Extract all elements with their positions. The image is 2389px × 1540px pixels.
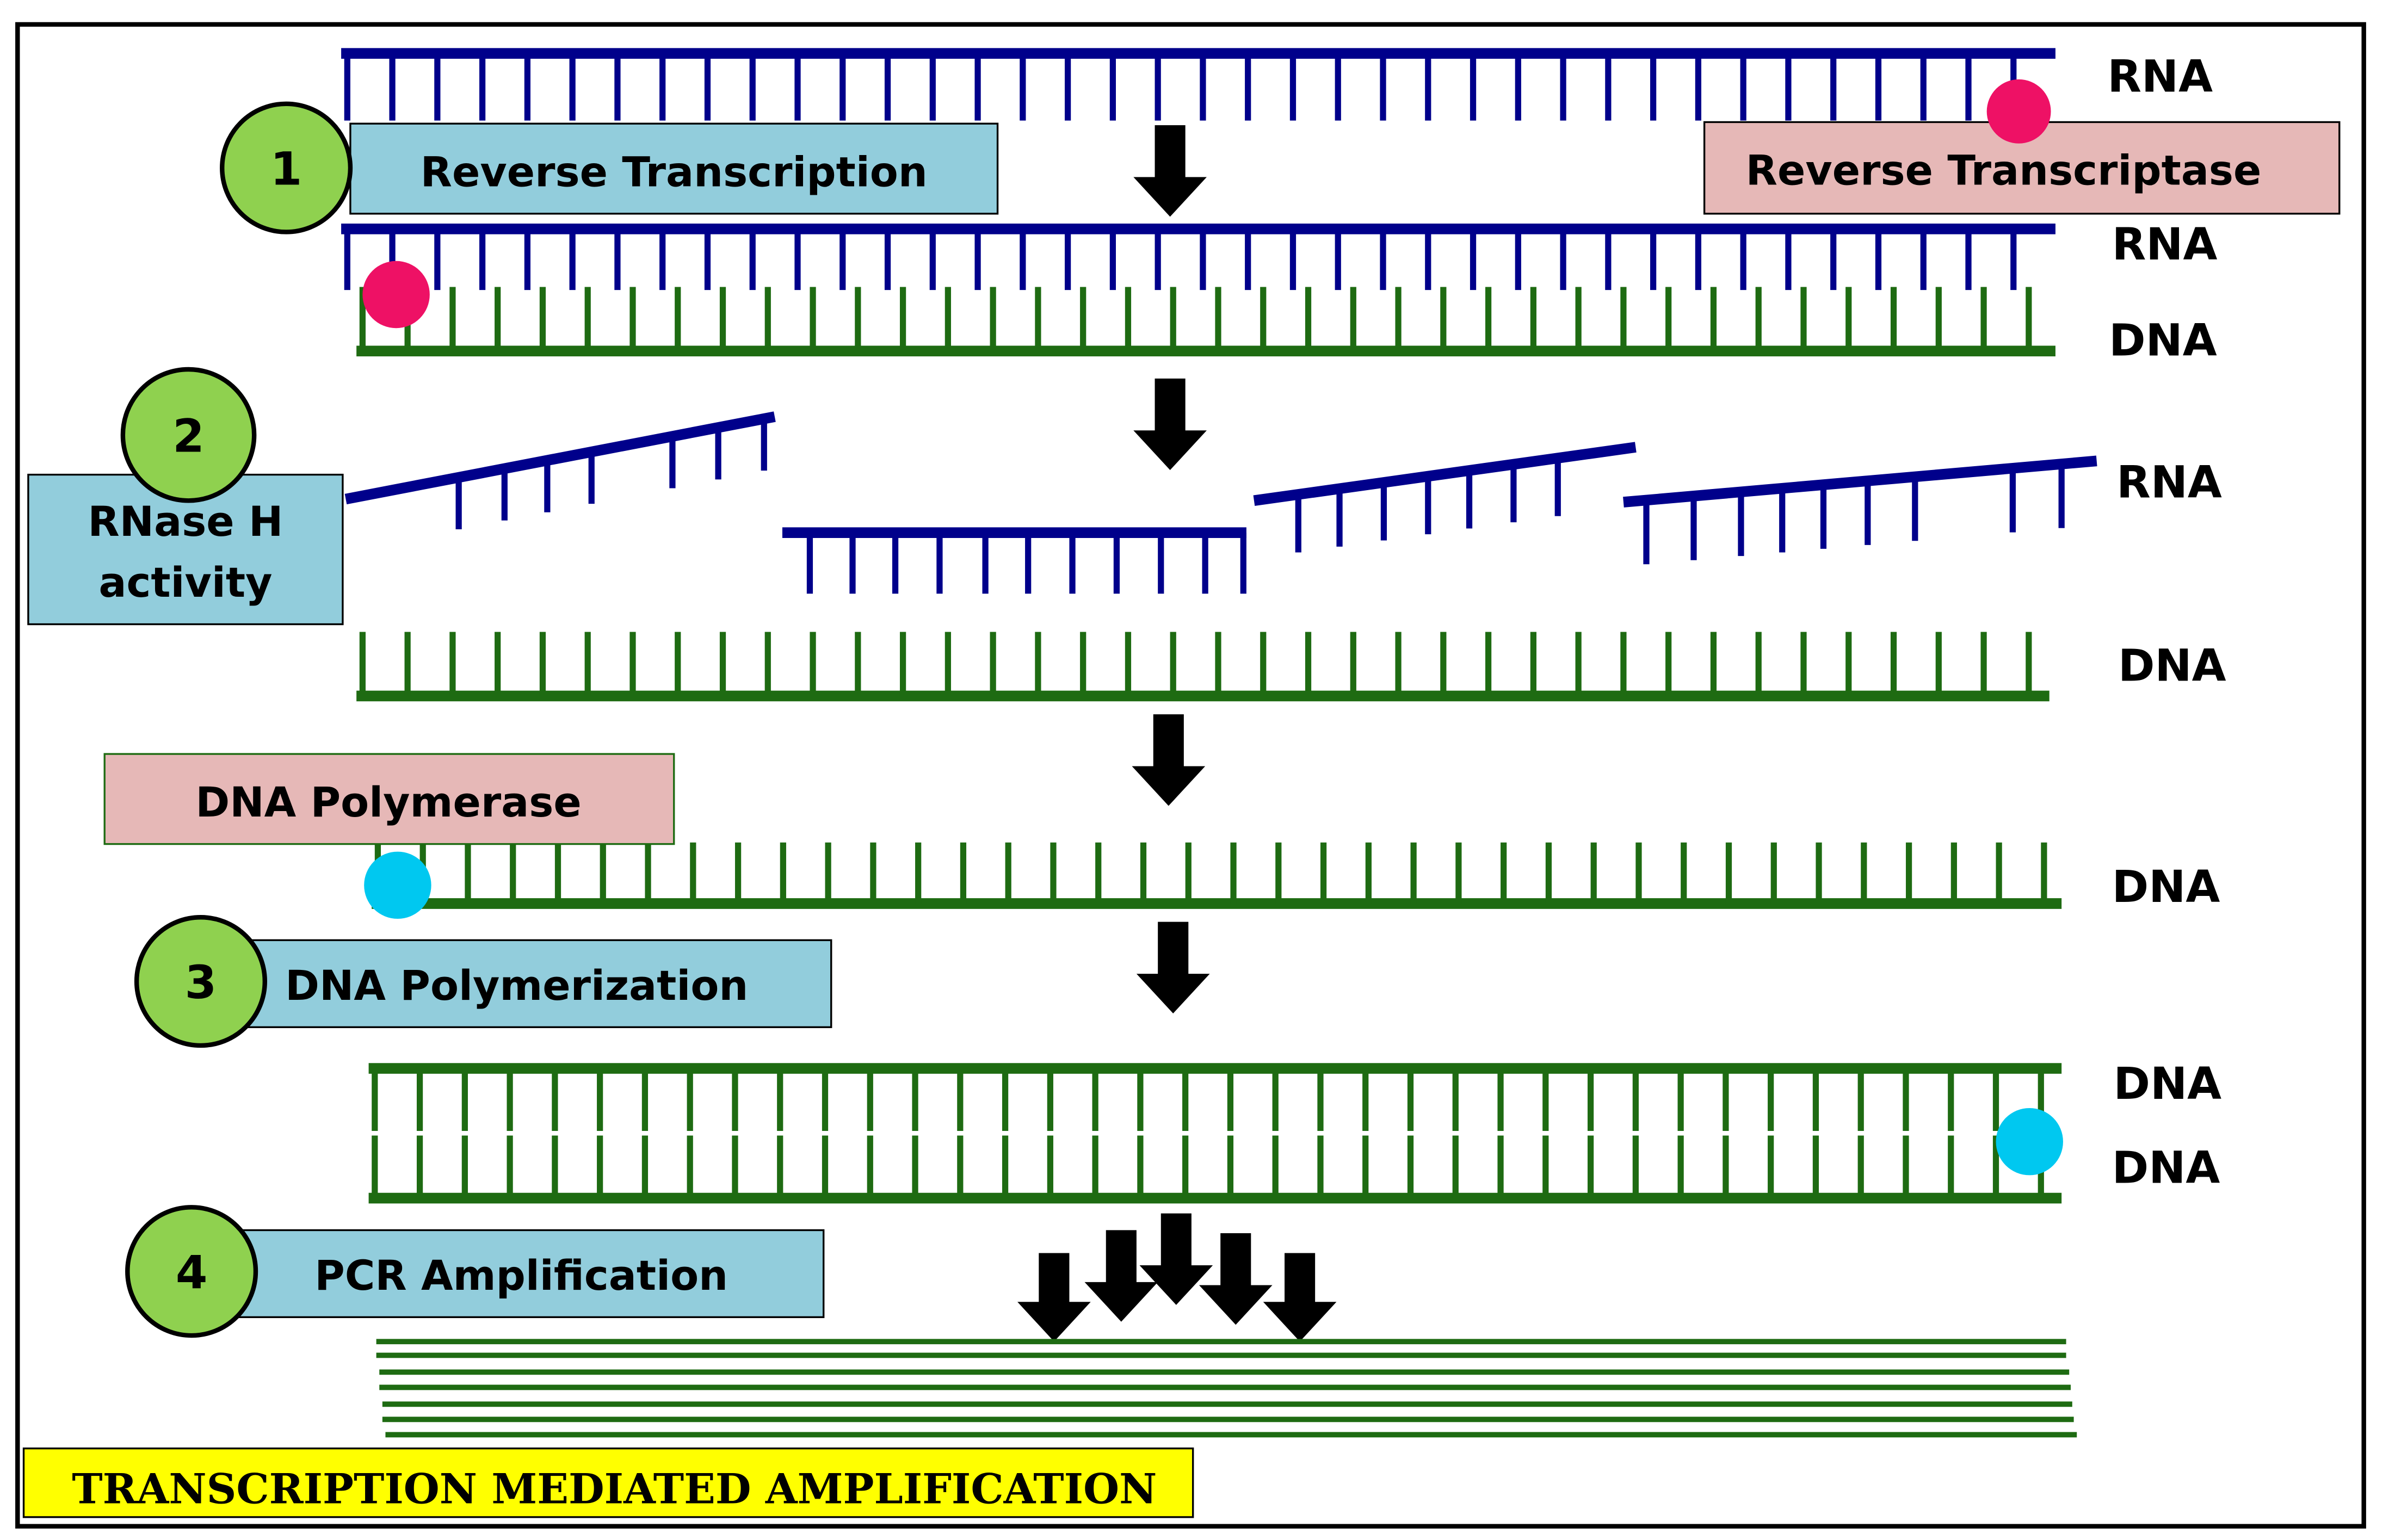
step-2-number: 2 bbox=[172, 410, 205, 463]
down-arrow-icon bbox=[1199, 1233, 1273, 1325]
down-arrow-icon bbox=[1139, 1213, 1213, 1305]
enzyme-dot-icon bbox=[1996, 1108, 2063, 1176]
enzyme-dot-icon bbox=[364, 851, 431, 919]
rna-fragment bbox=[1253, 442, 1637, 553]
dna-polymerase-box bbox=[103, 753, 675, 845]
rna-fragment bbox=[1623, 455, 2097, 565]
step-2-label-line1: RNase H bbox=[88, 498, 283, 546]
reverse-transcriptase-label: Reverse Transcriptase bbox=[1746, 146, 2262, 194]
down-arrow-icon bbox=[1017, 1253, 1091, 1342]
down-arrow-icon bbox=[1084, 1230, 1158, 1322]
strand-label-dna: DNA bbox=[2112, 1142, 2220, 1193]
dsdna-ladder bbox=[368, 1063, 2062, 1204]
step-1-label-box bbox=[349, 122, 999, 215]
dna-strand bbox=[356, 287, 2055, 357]
step-4-label-box bbox=[236, 1229, 825, 1319]
strand-label-rna: RNA bbox=[2107, 51, 2213, 102]
down-arrow-icon bbox=[1132, 714, 1206, 806]
step-3-number: 3 bbox=[185, 956, 217, 1009]
strand-label-dna: DNA bbox=[2118, 640, 2226, 691]
pcr-product-lines bbox=[376, 1339, 2077, 1438]
rna-strand bbox=[341, 48, 2055, 121]
step-2-label-line2: activity bbox=[98, 559, 272, 607]
step-4-label: PCR Amplification bbox=[314, 1252, 728, 1300]
step-number-circle-icon bbox=[220, 101, 353, 234]
step-number-circle-icon bbox=[120, 367, 257, 503]
arrows bbox=[1017, 125, 1337, 1342]
down-arrow-icon bbox=[1133, 125, 1207, 217]
strand-label-dna: DNA bbox=[2114, 1058, 2222, 1110]
strand-label-rna: RNA bbox=[2116, 457, 2222, 509]
dna-strand bbox=[356, 632, 2050, 702]
enzyme-dot-icon bbox=[1986, 79, 2051, 144]
down-arrow-icon bbox=[1263, 1253, 1337, 1342]
down-arrow-icon bbox=[1136, 921, 1210, 1014]
step-3-label-box bbox=[244, 939, 832, 1028]
step-number-circle-icon bbox=[134, 915, 268, 1048]
backbone bbox=[1623, 455, 2097, 508]
rna-fragment bbox=[344, 411, 776, 529]
strand-label-rna: RNA bbox=[2112, 219, 2218, 270]
step-3-label: DNA Polymerization bbox=[285, 962, 748, 1010]
step-1-number: 1 bbox=[270, 142, 303, 195]
step-1-label: Reverse Transcription bbox=[421, 148, 928, 196]
rna-fragment bbox=[782, 527, 1246, 594]
rna-strand bbox=[341, 224, 2055, 290]
caption-title: TRANSCRIPTION MEDIATED AMPLIFICATION bbox=[72, 1465, 1157, 1513]
step-number-circle-icon bbox=[125, 1205, 258, 1338]
rna-fragments bbox=[344, 411, 2097, 594]
strand-label-dna: DNA bbox=[2112, 861, 2220, 913]
backbone bbox=[1253, 442, 1637, 506]
backbone bbox=[344, 411, 776, 505]
down-arrow-icon bbox=[1133, 378, 1207, 471]
step-4-number: 4 bbox=[176, 1246, 208, 1299]
strands bbox=[341, 48, 2062, 1204]
dna-polymerase-label: DNA Polymerase bbox=[195, 778, 581, 826]
caption-box bbox=[22, 1447, 1194, 1518]
strand-label-dna: DNA bbox=[2109, 315, 2217, 367]
enzyme-dot-icon bbox=[362, 261, 430, 329]
